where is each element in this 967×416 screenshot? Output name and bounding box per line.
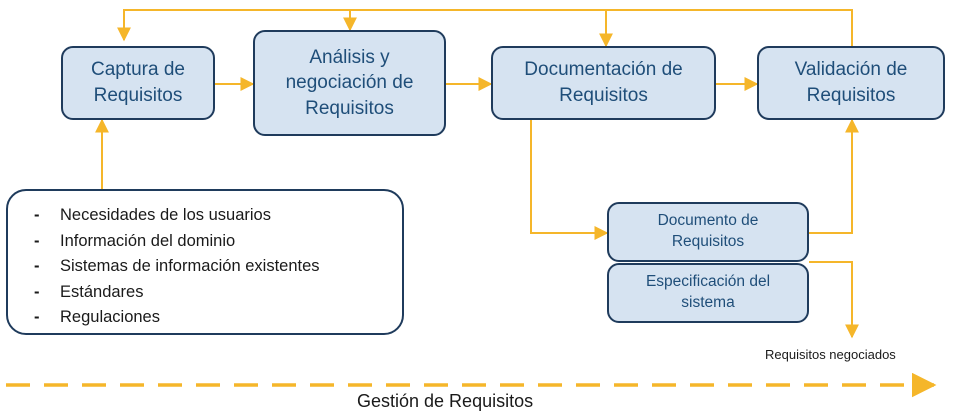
analisis-label: Análisis y negociación de Requisitos xyxy=(285,46,414,119)
management-label: Gestión de Requisitos xyxy=(357,391,534,411)
captura-box: Captura de Requisitos xyxy=(61,46,215,120)
inputs-list: Necesidades de los usuarios Información … xyxy=(6,189,404,335)
documento-box: Documento de Requisitos xyxy=(607,202,809,262)
documentacion-label: Documentación de Requisitos xyxy=(524,59,683,106)
especificacion-box: Especificación del sistema xyxy=(607,263,809,323)
input-item: Necesidades de los usuarios xyxy=(34,203,402,229)
input-item: Información del dominio xyxy=(34,229,402,255)
documento-to-validacion-arrow xyxy=(809,118,859,234)
input-item: Regulaciones xyxy=(34,305,402,331)
validacion-box: Validación de Requisitos xyxy=(757,46,945,120)
input-item: Estándares xyxy=(34,280,402,306)
validacion-label: Validación de Requisitos xyxy=(794,59,908,106)
especificacion-to-output-arrow xyxy=(809,261,859,339)
documentacion-box: Documentación de Requisitos xyxy=(491,46,716,120)
analisis-box: Análisis y negociación de Requisitos xyxy=(253,30,446,136)
documentacion-to-documento-arrow xyxy=(530,120,609,240)
input-item: Sistemas de información existentes xyxy=(34,254,402,280)
feedback-loop-line xyxy=(117,9,853,48)
output-label: Requisitos negociados xyxy=(765,347,896,362)
especificacion-label: Especificación del sistema xyxy=(645,273,771,311)
documento-label: Documento de Requisitos xyxy=(657,212,759,250)
captura-label: Captura de Requisitos xyxy=(90,59,185,106)
